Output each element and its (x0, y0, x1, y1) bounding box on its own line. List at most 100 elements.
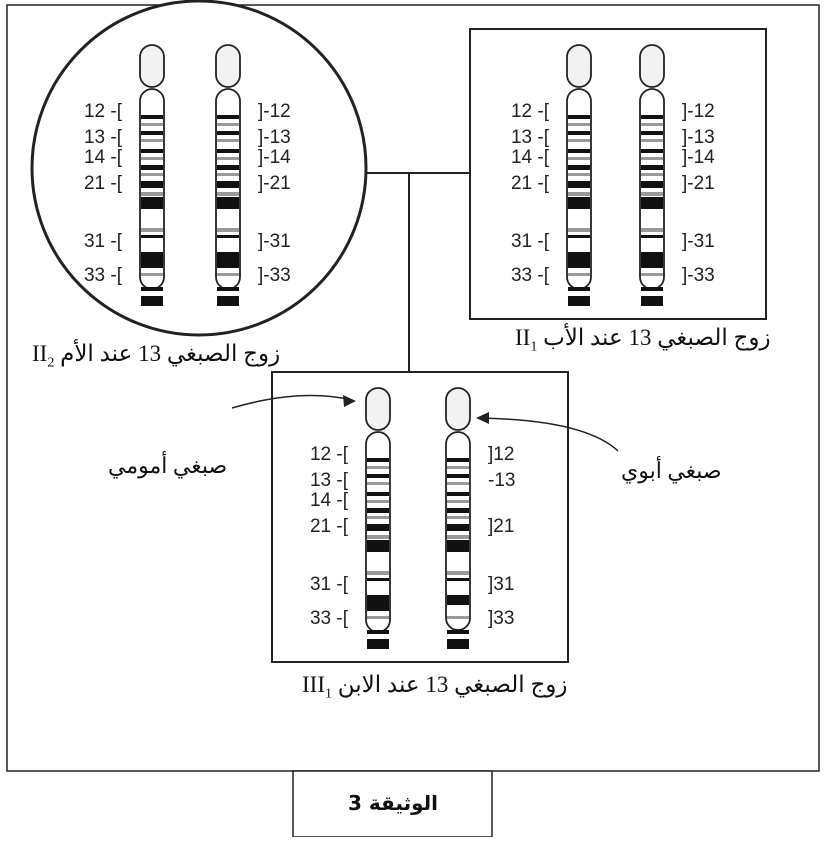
mother-left-chromosome-band-16 (141, 296, 163, 306)
mother-left-label-12: 12 -[ (84, 101, 123, 122)
child-left-chromosome-band-4 (367, 492, 389, 496)
mother-left-chromosome-band-13 (141, 252, 163, 268)
father-right-chromosome-p-arm (639, 44, 665, 88)
child-right-label-12: ]12 (488, 444, 514, 465)
child-right-chromosome-band-14 (447, 616, 469, 619)
child-right-chromosome-band-4 (447, 492, 469, 496)
father-right-label-21: ]-21 (682, 173, 715, 194)
mother-left-label-13: 13 -[ (84, 127, 123, 148)
father-left-chromosome-band-15 (568, 287, 590, 291)
mother-caption: II2 زوج الصبغي 13 عند الأم (32, 341, 280, 372)
father-left-chromosome-band-2 (568, 131, 590, 135)
father-left-chromosome-band-0 (568, 115, 590, 119)
father-left-label-14: 14 -[ (511, 147, 550, 168)
child-caption-text: زوج الصبغي 13 عند الابن (337, 672, 568, 697)
child-left-chromosome-band-2 (367, 474, 389, 478)
child-right-chromosome-band-1 (447, 466, 469, 469)
mother-right-chromosome-band-12 (217, 235, 239, 238)
father-left-chromosome-band-12 (568, 235, 590, 238)
child-right-chromosome-band-15 (447, 630, 469, 634)
father-caption-text: زوج الصبغي 13 عند الأب (543, 325, 771, 350)
father-right-chromosome-band-12 (641, 235, 663, 238)
father-right-chromosome-band-10 (641, 197, 663, 209)
child-left-chromosome-band-5 (367, 500, 389, 503)
child-left-chromosome-band-13 (367, 595, 389, 611)
mother-left-chromosome-band-8 (141, 181, 163, 188)
mother-right-chromosome-band-4 (217, 149, 239, 153)
mother-left-chromosome-p-arm (139, 44, 165, 88)
father-left-label-12: 12 -[ (511, 101, 550, 122)
mother-right-label-21: ]-21 (258, 173, 291, 194)
mother-left-label-33: 33 -[ (84, 265, 123, 286)
child-right-chromosome-band-2 (447, 474, 469, 478)
paternal-chromosome-label: صبغي أبوي (621, 458, 722, 483)
document-label: الوثيقة 3 (348, 791, 438, 815)
father-caption: II1 زوج الصبغي 13 عند الأب (515, 325, 771, 356)
child-right-chromosome-band-10 (447, 540, 469, 552)
mother-left-label-14: 14 -[ (84, 147, 123, 168)
child-left-chromosome-band-11 (367, 571, 389, 575)
child-left-chromosome-band-6 (367, 508, 389, 513)
mother-circle (30, 0, 368, 337)
child-right-chromosome-band-12 (447, 578, 469, 581)
mother-right-chromosome-band-11 (217, 228, 239, 232)
father-right-chromosome-band-4 (641, 149, 663, 153)
father-right-chromosome-band-11 (641, 228, 663, 232)
father-left-chromosome-band-8 (568, 181, 590, 188)
mother-right-label-13: ]-13 (258, 127, 291, 148)
child-right-chromosome-band-6 (447, 508, 469, 513)
mother-right-chromosome-band-0 (217, 115, 239, 119)
mother-left-chromosome-band-2 (141, 131, 163, 135)
mother-right-chromosome-band-10 (217, 197, 239, 209)
father-left-chromosome-band-1 (568, 123, 590, 126)
mother-left-chromosome-band-6 (141, 165, 163, 170)
mother-right-chromosome-band-1 (217, 123, 239, 126)
paternal-arrow (479, 417, 619, 452)
child-right-chromosome-p-arm (445, 387, 471, 431)
mother-left-chromosome-band-7 (141, 173, 163, 176)
father-right-chromosome-band-13 (641, 252, 663, 268)
child-right-label-13: -13 (488, 470, 515, 491)
mother-right-chromosome-band-16 (217, 296, 239, 306)
father-right-chromosome-band-14 (641, 273, 663, 276)
child-right-chromosome-band-7 (447, 516, 469, 519)
mother-right-label-12: ]-12 (258, 101, 291, 122)
father-right-chromosome-band-9 (641, 192, 663, 196)
mother-left-chromosome-band-12 (141, 235, 163, 238)
father-left-chromosome-band-4 (568, 149, 590, 153)
child-right-chromosome-band-13 (447, 595, 469, 605)
child-right-chromosome-band-5 (447, 500, 469, 503)
mother-right-label-31: ]-31 (258, 231, 291, 252)
mother-right-chromosome-band-7 (217, 173, 239, 176)
child-left-chromosome-band-7 (367, 516, 389, 519)
father-caption-roman: II (515, 325, 531, 350)
mother-right-chromosome-band-15 (217, 287, 239, 291)
father-left-chromosome-band-9 (568, 192, 590, 196)
father-right-chromosome-band-5 (641, 157, 663, 160)
child-left-chromosome-band-0 (367, 458, 389, 462)
mother-right-chromosome-band-14 (217, 273, 239, 276)
child-right-label-33: ]33 (488, 608, 514, 629)
child-right-label-31: ]31 (488, 574, 514, 595)
mother-caption-roman: II (32, 341, 48, 366)
mother-caption-sub: 2 (47, 355, 55, 371)
child-right-chromosome-band-8 (447, 524, 469, 531)
father-caption-sub: 1 (530, 339, 538, 355)
mother-caption-text: زوج الصبغي 13 عند الأم (60, 341, 281, 366)
father-right-label-14: ]-14 (682, 147, 715, 168)
child-left-chromosome-band-3 (367, 482, 389, 485)
mother-left-chromosome-band-11 (141, 228, 163, 232)
father-left-chromosome-band-7 (568, 173, 590, 176)
mother-right-chromosome-band-8 (217, 181, 239, 188)
father-left-chromosome-band-13 (568, 252, 590, 268)
mother-right-chromosome-band-9 (217, 192, 239, 196)
child-left-label-21: 21 -[ (310, 516, 349, 537)
mother-right-label-33: ]-33 (258, 265, 291, 286)
mother-left-label-21: 21 -[ (84, 173, 123, 194)
child-caption-roman: III (302, 672, 325, 697)
child-caption-sub: 1 (324, 686, 332, 702)
father-left-label-31: 31 -[ (511, 231, 550, 252)
child-left-chromosome-band-1 (367, 466, 389, 469)
